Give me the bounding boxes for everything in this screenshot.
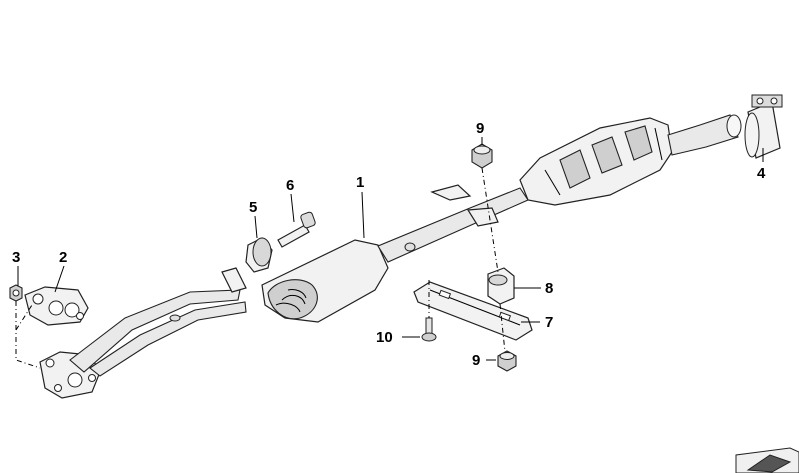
rubber-mount <box>245 237 273 273</box>
mounting-bracket <box>413 281 533 341</box>
mid-pipe <box>377 184 529 263</box>
bolt-10 <box>421 317 437 342</box>
rear-silencer <box>519 117 673 206</box>
nut-9-top <box>471 143 493 169</box>
callout-8: 8 <box>545 280 553 297</box>
gasket <box>24 286 89 326</box>
leader-lines <box>17 137 764 361</box>
assembly-lines <box>15 167 506 369</box>
hex-nut <box>9 284 23 302</box>
callout-2: 2 <box>59 249 67 266</box>
callout-5: 5 <box>249 199 257 216</box>
callout-10: 10 <box>376 329 393 346</box>
callout-9-top: 9 <box>476 120 484 137</box>
front-catalytic-converter <box>261 239 389 323</box>
nut-9-bottom <box>497 350 517 372</box>
front-downpipes <box>69 267 247 377</box>
callout-4: 4 <box>757 165 766 182</box>
bolt-6 <box>277 211 316 248</box>
callout-7: 7 <box>545 314 553 331</box>
tail-pipe <box>667 114 742 156</box>
callout-6: 6 <box>286 177 294 194</box>
callouts: 1 2 3 4 5 6 7 8 9 9 10 <box>12 120 766 369</box>
corner-tab <box>735 447 799 473</box>
callout-1: 1 <box>356 174 364 191</box>
callout-3: 3 <box>12 249 20 266</box>
pipe-clamp <box>744 94 783 159</box>
rubber-bushing <box>487 267 515 305</box>
callout-9-bottom: 9 <box>472 352 480 369</box>
